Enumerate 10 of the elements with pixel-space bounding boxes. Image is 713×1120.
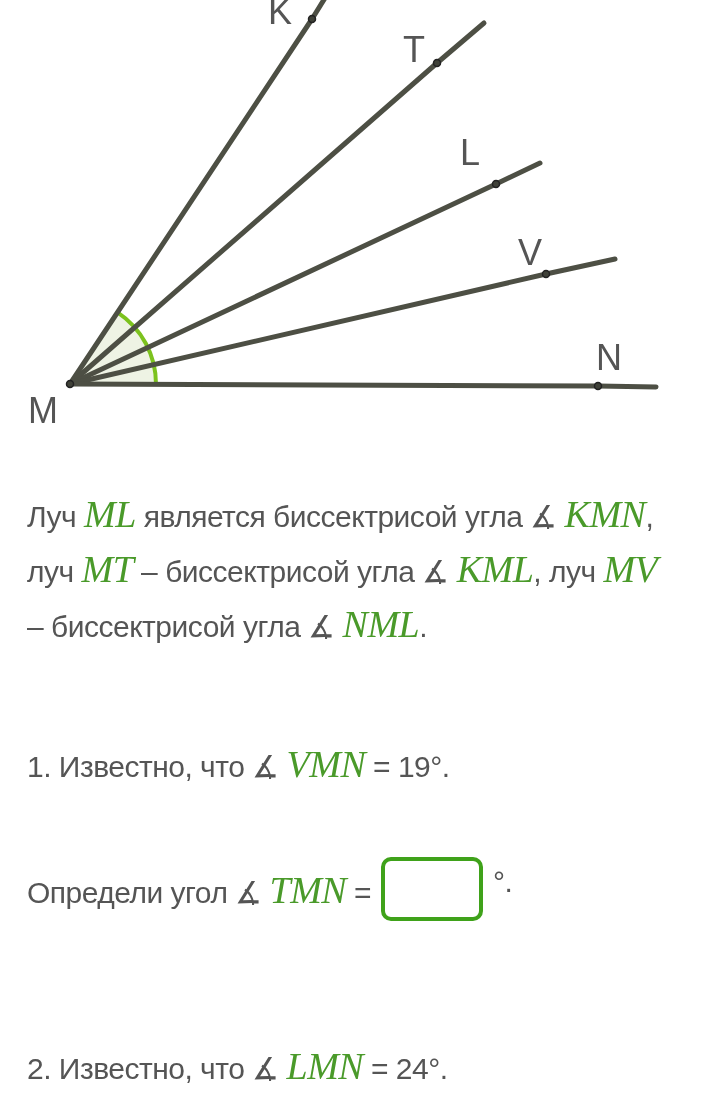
- task-text: 2. Известно, что ∡ LMN = 24°.: [27, 1044, 448, 1089]
- task-text: °.: [493, 864, 513, 900]
- point-label: N: [596, 340, 622, 376]
- task-text: 1. Известно, что ∡ VMN = 19°.: [27, 742, 450, 787]
- problem-statement: Луч ML является биссектрисой угла ∡ KMN, луч MT – биссектрисой угла ∡ KML, луч MV – биссектрисой угла ∡ NML.: [27, 488, 667, 653]
- point-label: L: [460, 135, 481, 171]
- point-label: T: [403, 32, 425, 68]
- point-label: M: [28, 393, 58, 429]
- task-text: Определи угол ∡ TMN =: [27, 868, 372, 913]
- point-label: V: [518, 235, 542, 271]
